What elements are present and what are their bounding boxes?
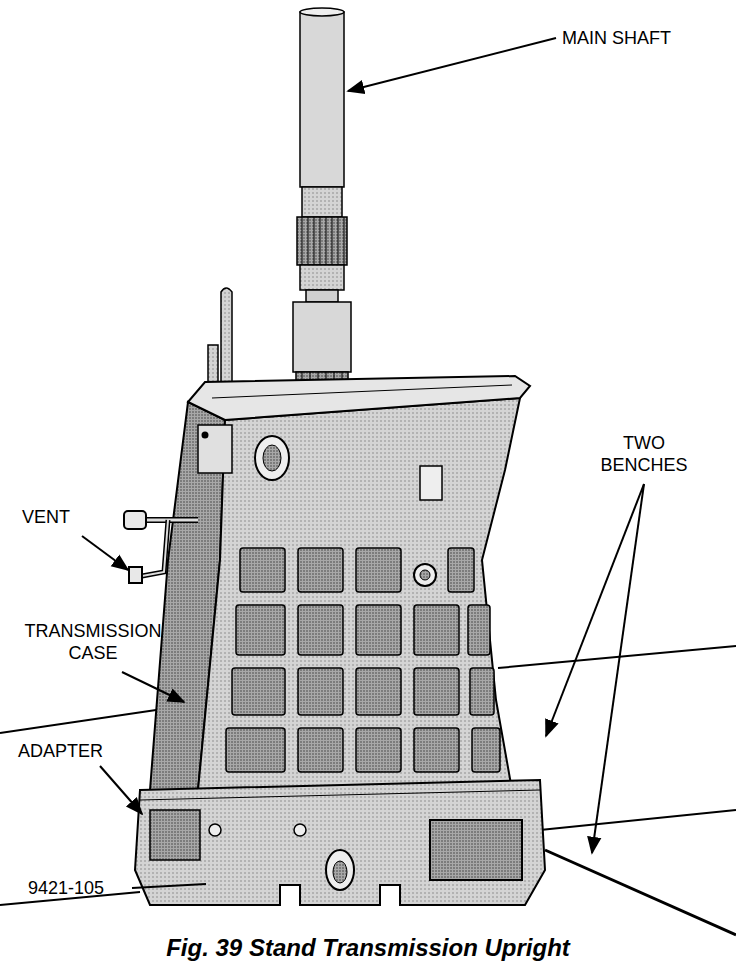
leader-line — [546, 484, 644, 736]
transmission-case — [150, 376, 530, 790]
case-ribs — [226, 548, 500, 772]
rib-pocket — [356, 728, 401, 772]
bench-edge — [540, 810, 736, 830]
case-port — [263, 445, 281, 471]
rib-pocket — [240, 548, 285, 592]
vent-pipe — [142, 520, 168, 576]
case-flange — [188, 376, 530, 420]
shift-plate — [198, 425, 232, 473]
spline-teeth — [302, 217, 344, 265]
rib-pocket — [298, 728, 343, 772]
rib-pocket — [414, 668, 459, 715]
shaft-section — [300, 265, 344, 290]
rib-pocket — [448, 548, 474, 592]
shaft-splines — [297, 217, 347, 265]
rib-pocket — [470, 668, 494, 715]
bench-edge — [498, 646, 736, 668]
rib-pocket — [472, 728, 500, 772]
callout-label: ADAPTER — [18, 740, 103, 762]
leader-line — [82, 536, 128, 570]
callout-label: MAIN SHAFT — [562, 27, 671, 49]
shaft-section — [293, 302, 351, 372]
rib-pocket — [414, 605, 459, 655]
vent-pipe — [142, 520, 168, 576]
rib-pocket — [356, 605, 401, 655]
leader-line — [348, 38, 556, 91]
callout-label: TWO BENCHES — [592, 432, 696, 476]
drain-plug — [420, 570, 430, 580]
bench-lines — [0, 646, 736, 935]
vent-bracket — [124, 511, 146, 529]
bench-edge — [545, 850, 736, 935]
figure-caption: Fig. 39 Stand Transmission Upright — [0, 934, 736, 962]
vent-tube — [124, 511, 198, 583]
vent-cap — [129, 567, 142, 583]
rib-pocket — [468, 605, 490, 655]
adapter-body — [135, 780, 545, 905]
shaft-end — [300, 8, 344, 16]
bolt — [203, 433, 208, 438]
callout-label: 9421-105 — [28, 877, 104, 899]
rib-pocket — [226, 728, 285, 772]
rib-pocket — [298, 605, 343, 655]
rib-pocket — [232, 668, 285, 715]
case-front — [198, 398, 520, 790]
rib-pocket — [356, 668, 401, 715]
adapter — [135, 780, 545, 905]
shaft-section — [302, 187, 342, 217]
shaft-section — [300, 12, 344, 187]
rib-pocket — [236, 605, 285, 655]
rib-pocket — [298, 548, 343, 592]
shaft-section — [306, 290, 338, 302]
flange-edge — [212, 385, 512, 398]
bolt — [294, 824, 306, 836]
rib-pocket — [356, 548, 401, 592]
main-shaft — [293, 8, 351, 394]
leader-lines — [82, 38, 644, 888]
stud — [221, 288, 232, 395]
adapter-edge — [140, 790, 540, 800]
drain-plug — [414, 564, 436, 586]
leader-line — [122, 672, 184, 702]
leader-line — [132, 884, 206, 888]
adapter-block — [430, 820, 522, 880]
rib-pocket — [298, 668, 343, 715]
leader-line — [592, 484, 644, 853]
leader-line — [100, 766, 142, 814]
callout-label: VENT — [22, 506, 70, 528]
case-port — [255, 436, 289, 480]
callout-label: TRANSMISSION CASE — [12, 620, 174, 664]
adapter-hole — [333, 861, 347, 883]
bolt — [209, 824, 221, 836]
rib-pocket — [414, 728, 459, 772]
adapter-hole — [326, 850, 354, 890]
case-slot — [420, 466, 442, 500]
adapter-boss — [150, 810, 200, 860]
